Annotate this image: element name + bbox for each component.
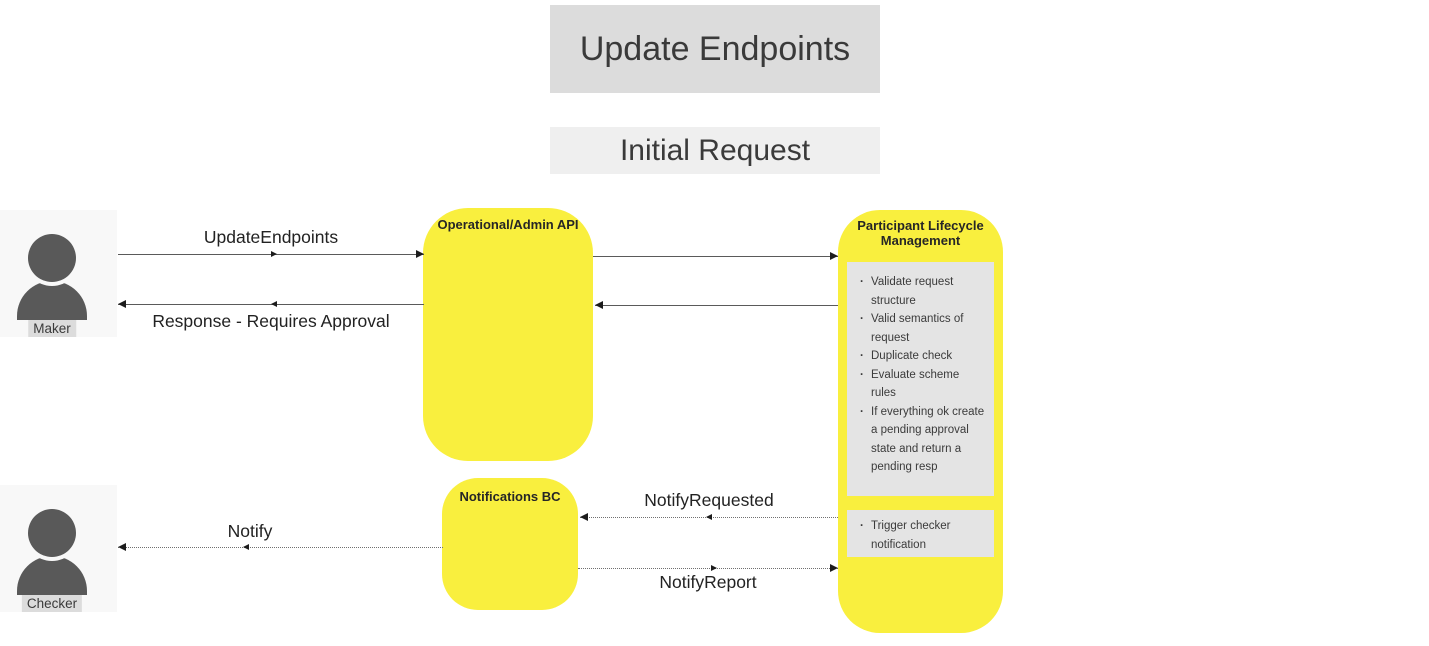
- page-subtitle-text: Initial Request: [619, 133, 811, 167]
- task-item: Validate request structure: [857, 273, 986, 310]
- message-notify-requested-label: NotifyRequested: [644, 490, 774, 510]
- task-list: Validate request structure Valid semanti…: [847, 262, 994, 477]
- actor-maker: Maker: [0, 210, 117, 337]
- person-head-icon: [28, 234, 76, 282]
- component-plm-title: Participant Lifecycle Management: [857, 218, 984, 248]
- arrowhead-right-icon: [830, 564, 838, 572]
- arrowhead-left-icon: [118, 543, 126, 551]
- person-body-icon: [17, 556, 87, 595]
- arrowhead-left-icon: [595, 301, 603, 309]
- message-notify-line: [118, 547, 443, 548]
- person-head-icon: [28, 509, 76, 557]
- page-title: Update Endpoints: [550, 5, 880, 93]
- component-admin-api: Operational/Admin API: [423, 208, 593, 461]
- task-item: Evaluate scheme rules: [857, 366, 986, 403]
- page-title-text: Update Endpoints: [579, 29, 851, 68]
- arrow-mid-left-icon: [706, 514, 712, 520]
- message-notify-report-line: [578, 568, 838, 569]
- actor-checker: Checker: [0, 485, 117, 612]
- arrow-mid-left-icon: [271, 301, 277, 307]
- person-body-icon: [17, 281, 87, 320]
- arrowhead-left-icon: [580, 513, 588, 521]
- arrow-mid-right-icon: [271, 251, 277, 257]
- component-admin-api-title: Operational/Admin API: [437, 217, 579, 232]
- component-notifications-bc: Notifications BC: [442, 478, 578, 610]
- message-forward-line: [593, 256, 838, 257]
- arrowhead-left-icon: [118, 300, 126, 308]
- plm-notification-panel: Trigger checker notification: [847, 510, 994, 557]
- task-item: If everything ok create a pending approv…: [857, 403, 986, 477]
- actor-checker-label: Checker: [21, 595, 83, 612]
- message-update-endpoints-label: UpdateEndpoints: [203, 227, 339, 247]
- person-icon: [0, 210, 117, 337]
- component-notifications-bc-title: Notifications BC: [459, 489, 561, 504]
- task-item: Duplicate check: [857, 347, 986, 366]
- person-icon: [0, 485, 117, 612]
- message-notify-report-label: NotifyReport: [659, 572, 757, 592]
- task-list: Trigger checker notification: [847, 510, 994, 554]
- message-response-label: Response - Requires Approval: [152, 311, 390, 331]
- message-notify-label: Notify: [227, 521, 273, 541]
- arrow-mid-left-icon: [243, 544, 249, 550]
- page-subtitle: Initial Request: [550, 127, 880, 174]
- arrowhead-right-icon: [416, 250, 424, 258]
- arrow-mid-right-icon: [711, 565, 717, 571]
- component-plm: Participant Lifecycle Management Validat…: [838, 210, 1003, 633]
- plm-validation-panel: Validate request structure Valid semanti…: [847, 262, 994, 496]
- task-item: Trigger checker notification: [857, 517, 986, 554]
- actor-maker-label: Maker: [28, 320, 76, 337]
- message-return-line: [595, 305, 838, 306]
- task-item: Valid semantics of request: [857, 310, 986, 347]
- arrowhead-right-icon: [830, 252, 838, 260]
